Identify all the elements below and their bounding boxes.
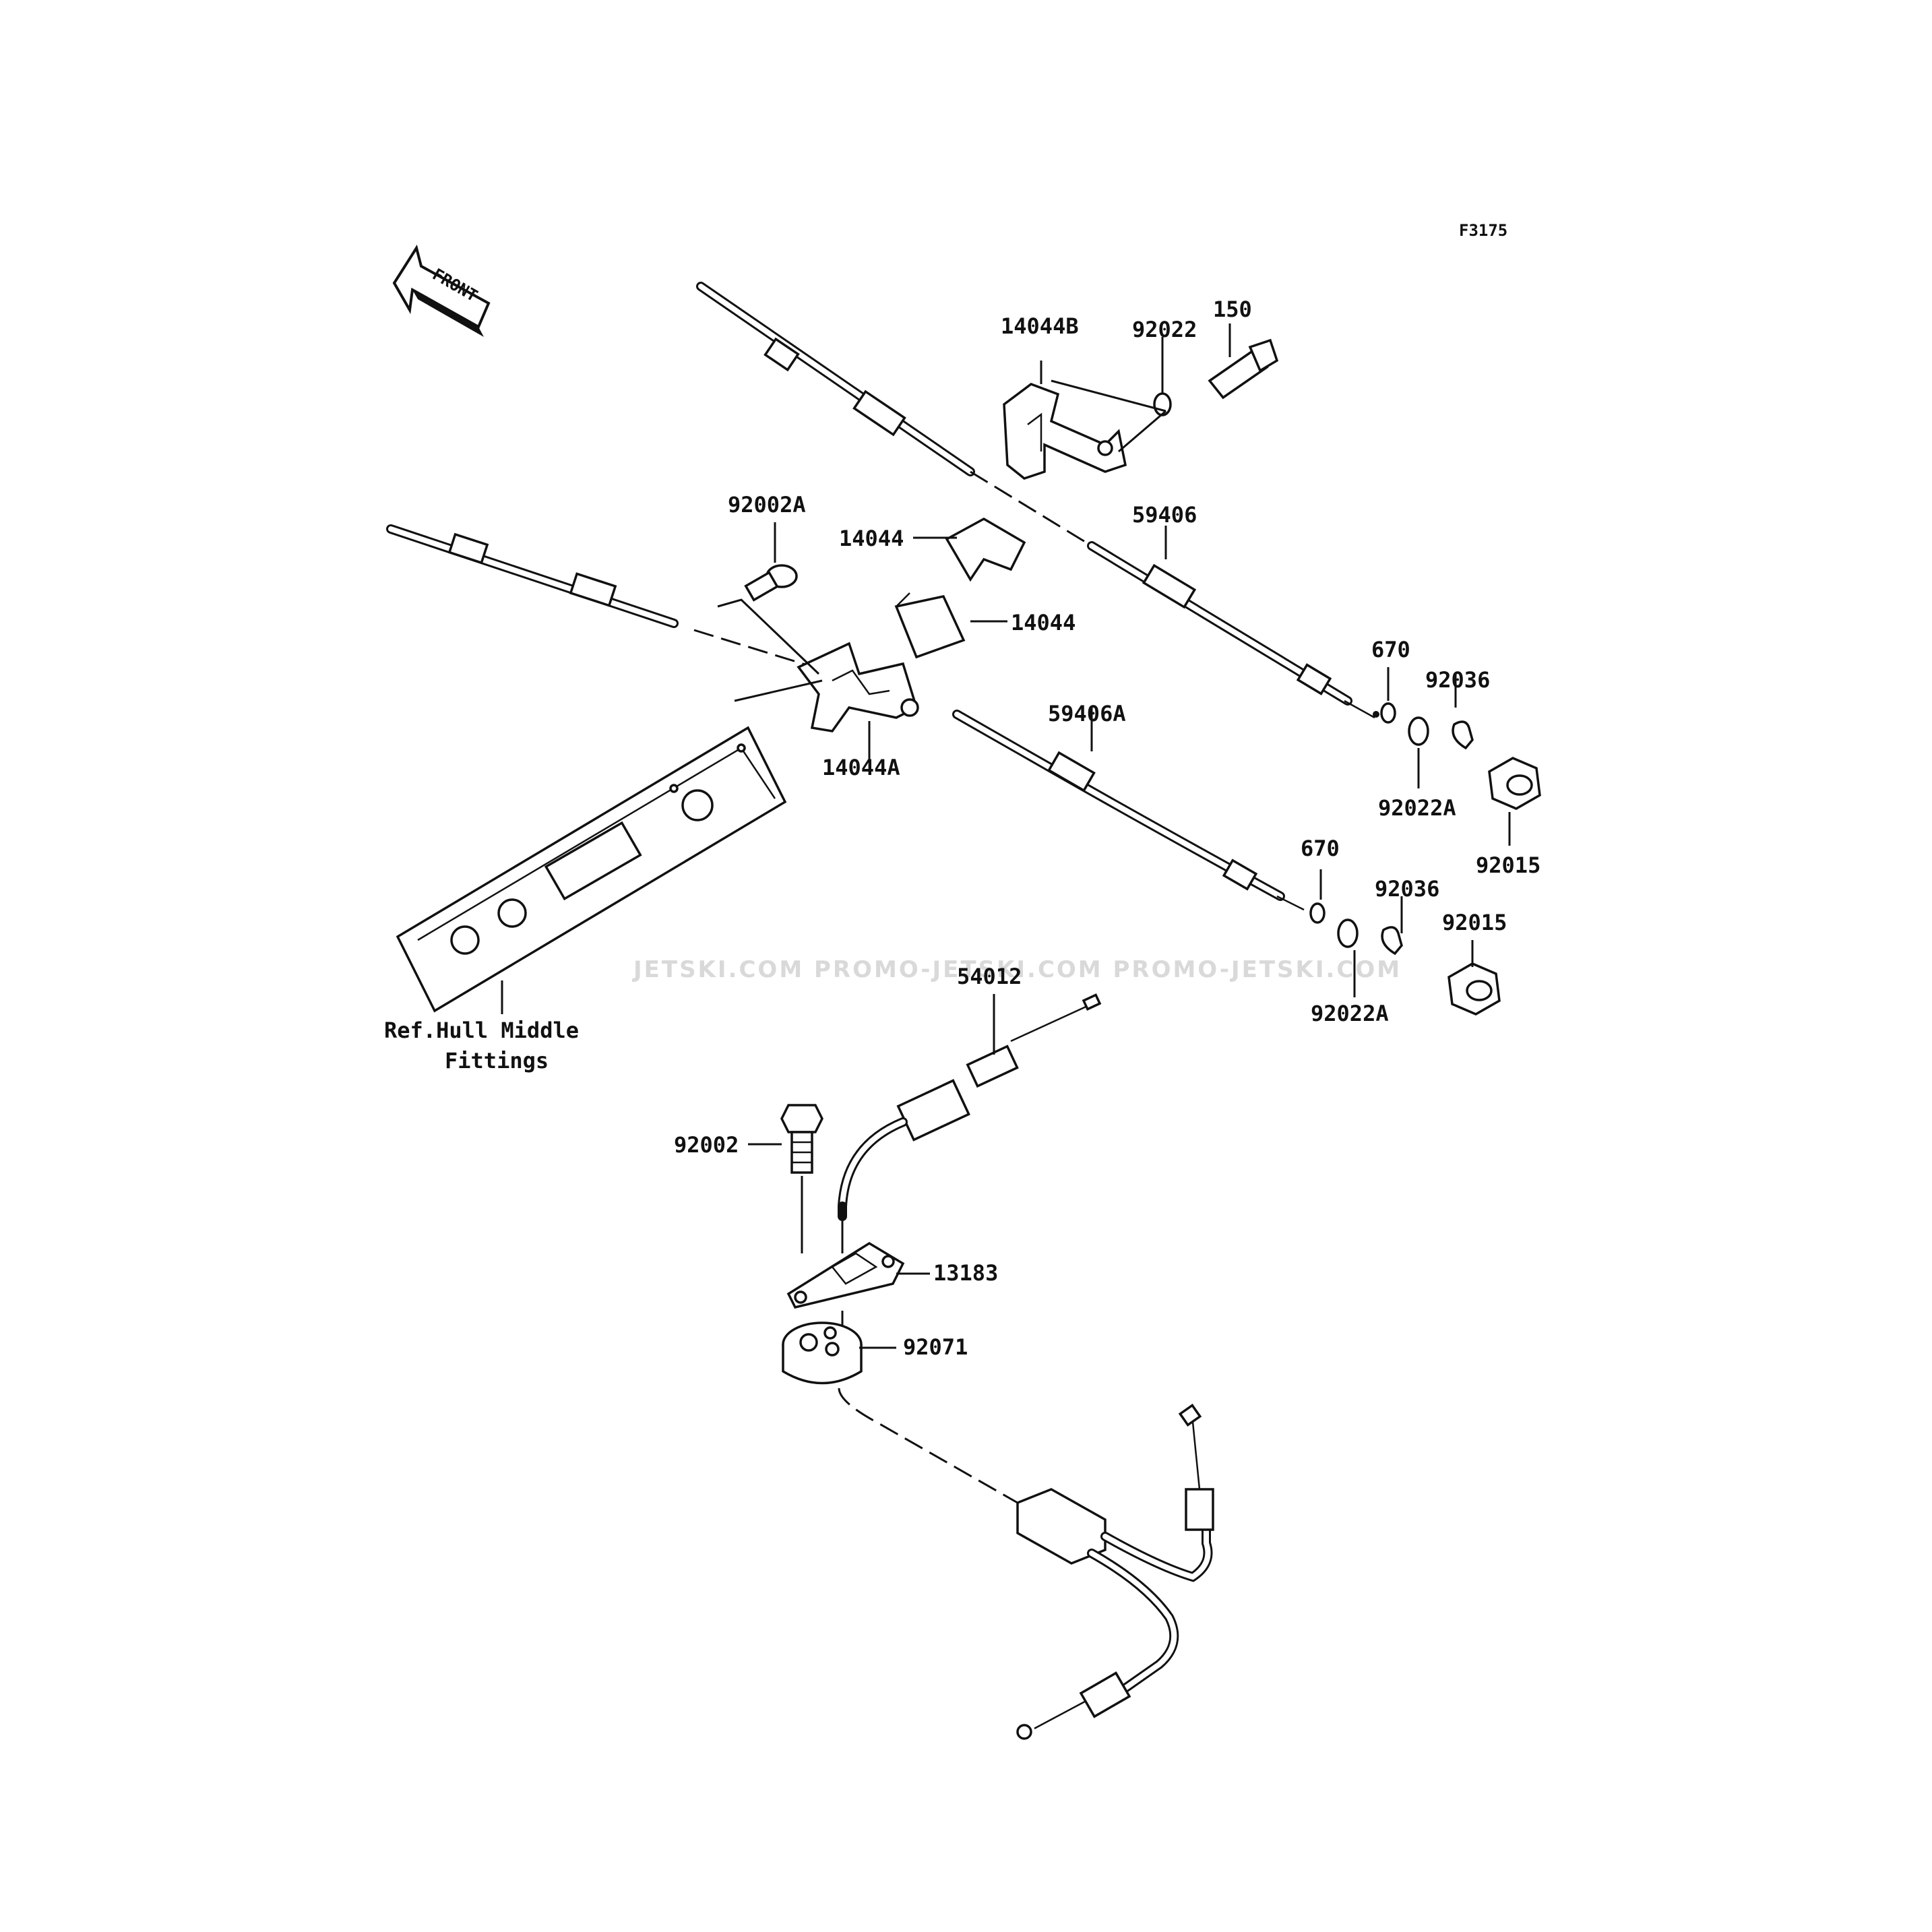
label-13183: 13183 bbox=[933, 1260, 998, 1286]
label-92015-bottom: 92015 bbox=[1442, 910, 1507, 935]
o-ring-670-bottom bbox=[1309, 902, 1326, 924]
label-92002: 92002 bbox=[674, 1132, 739, 1158]
bracket-14044A bbox=[797, 642, 919, 733]
bolt-92002A bbox=[744, 564, 798, 602]
nut-92015-bottom bbox=[1447, 962, 1501, 1016]
label-92002A: 92002A bbox=[728, 492, 806, 518]
label-14044A: 14044A bbox=[822, 755, 900, 780]
cable-59406 bbox=[696, 282, 1379, 719]
nut-92015-top bbox=[1488, 757, 1541, 810]
label-92022: 92022 bbox=[1132, 317, 1197, 342]
label-670-bottom: 670 bbox=[1301, 836, 1340, 861]
front-arrow-icon: FRONT bbox=[392, 245, 491, 337]
cable-54012 bbox=[838, 993, 1102, 1221]
bolt-150 bbox=[1208, 338, 1279, 400]
plate-13183 bbox=[786, 1241, 905, 1309]
washer-92022A-bottom bbox=[1337, 918, 1359, 948]
label-59406A: 59406A bbox=[1048, 701, 1126, 726]
label-92071: 92071 bbox=[903, 1334, 968, 1360]
label-14044-middle: 14044 bbox=[1011, 610, 1076, 635]
label-92036-top: 92036 bbox=[1425, 667, 1490, 693]
bracket-14044B bbox=[1003, 383, 1127, 480]
label-670-top: 670 bbox=[1371, 637, 1410, 662]
o-ring-670-top bbox=[1380, 702, 1396, 724]
lower-cable-assembly bbox=[1016, 1404, 1214, 1740]
washer-92022 bbox=[1153, 392, 1172, 416]
watermark: JETSKI.COM PROMO-JETSKI.COM PROMO-JETSKI… bbox=[632, 956, 1402, 983]
label-14044B: 14044B bbox=[1001, 313, 1079, 339]
clip-92036-bottom bbox=[1381, 926, 1403, 956]
label-92015-top: 92015 bbox=[1476, 852, 1540, 878]
label-54012: 54012 bbox=[957, 964, 1022, 989]
label-59406: 59406 bbox=[1132, 502, 1197, 528]
clamp-14044-middle bbox=[894, 592, 966, 659]
label-14044-upper: 14044 bbox=[839, 526, 904, 551]
ref-note-line1: Ref.Hull Middle bbox=[384, 1018, 579, 1043]
label-92036-bottom: 92036 bbox=[1375, 876, 1439, 902]
bolt-92002 bbox=[780, 1104, 823, 1174]
washer-92022A-top bbox=[1408, 716, 1429, 746]
label-150: 150 bbox=[1213, 297, 1252, 322]
hull-middle-fitting-plate bbox=[396, 726, 787, 1013]
label-92022A-top: 92022A bbox=[1378, 795, 1456, 821]
clamp-14044-upper bbox=[945, 517, 1026, 582]
grommet-92071 bbox=[782, 1321, 863, 1385]
label-92022A-bottom: 92022A bbox=[1311, 1001, 1389, 1026]
ref-note-line2: Fittings bbox=[445, 1048, 549, 1073]
clip-92036-top bbox=[1452, 720, 1474, 750]
figure-code: F3175 bbox=[1459, 221, 1507, 240]
cable-59406A bbox=[386, 524, 1305, 911]
